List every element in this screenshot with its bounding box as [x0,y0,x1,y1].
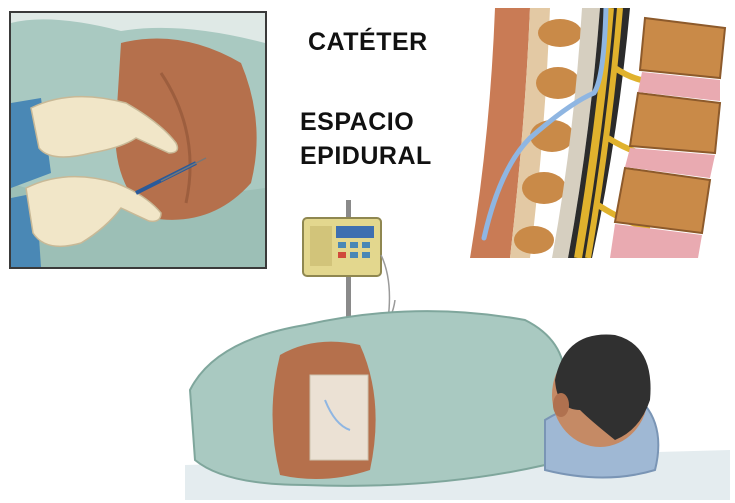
patient-illustration [185,300,730,500]
vertebral-body [630,93,720,153]
patient-illustration-panel [185,300,730,500]
vertebral-body [640,18,725,78]
spinous-process [522,172,566,204]
vertebral-body [615,168,710,233]
pump-key [338,242,346,248]
spinous-process [530,120,574,152]
pump-screen [336,226,374,238]
pump-door [310,226,332,266]
pump-key [350,252,358,258]
spinous-process [514,226,554,254]
pump-key [362,252,370,258]
tape-dressing [310,375,368,460]
spinous-process [538,19,582,47]
pump-key [338,252,346,258]
pump-key [350,242,358,248]
patient-ear [553,393,569,417]
spinous-process [536,67,580,99]
spine-illustration [470,8,732,258]
patient-gown [190,311,570,486]
pump-key [362,242,370,248]
spine-cross-section [470,8,732,258]
